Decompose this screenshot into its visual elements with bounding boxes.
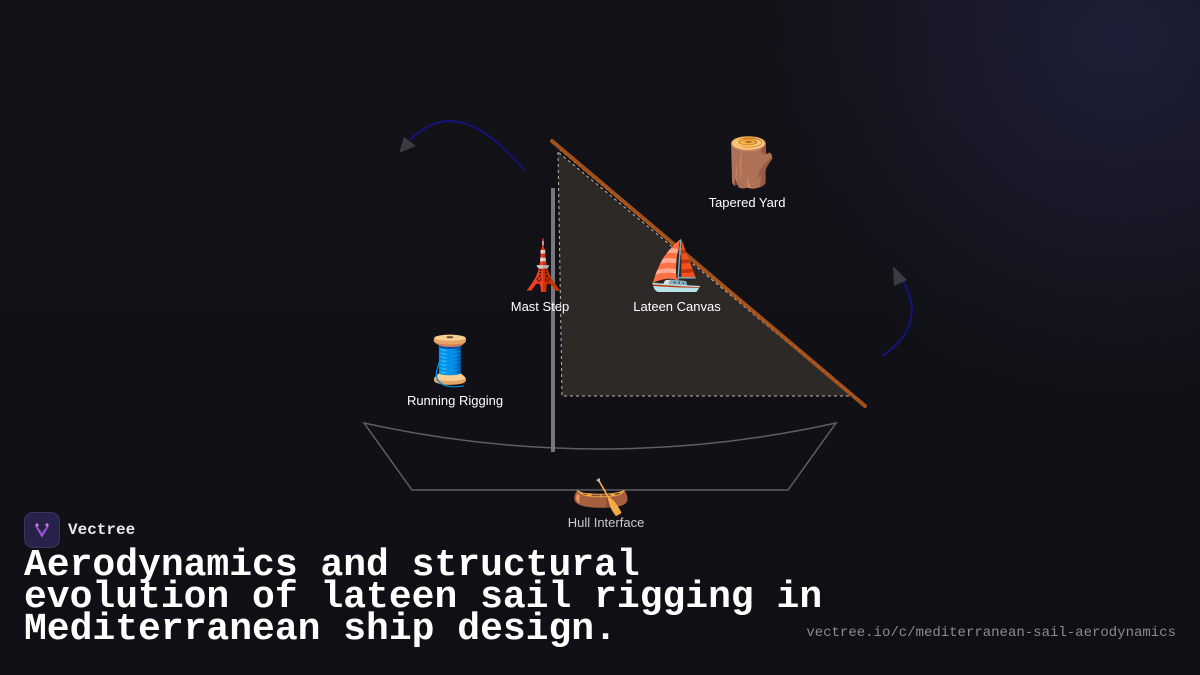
thread-spool-icon: 🧵 (420, 333, 480, 389)
mast-step-label: Mast Step (510, 299, 570, 314)
airflow-arrow-right (881, 276, 913, 357)
hull-outline (362, 421, 838, 491)
sailboat-icon: ⛵ (646, 238, 706, 294)
source-url[interactable]: vectree.io/c/mediterranean-sail-aerodyna… (806, 625, 1176, 641)
canoe-icon: 🛶 (571, 462, 631, 518)
yard-highlight (559, 149, 859, 401)
tower-icon: 🗼 (513, 238, 573, 294)
running-rigging-label: Running Rigging (406, 393, 504, 408)
tapered-yard-label: Tapered Yard (708, 195, 786, 210)
wood-log-icon: 🪵 (720, 135, 780, 191)
brand[interactable]: Vectree (24, 512, 135, 548)
tapered-yard (550, 139, 867, 408)
hull-interface-label: Hull Interface (567, 515, 645, 530)
vectree-logo-icon (24, 512, 60, 548)
airflow-arrowhead-left (399, 137, 416, 153)
brand-name: Vectree (68, 521, 136, 539)
lateen-canvas-label: Lateen Canvas (633, 299, 721, 314)
airflow-arrow-left (409, 120, 525, 171)
page-title: Aerodynamics and structural evolution of… (24, 544, 823, 651)
airflow-arrowhead-right (893, 266, 907, 286)
